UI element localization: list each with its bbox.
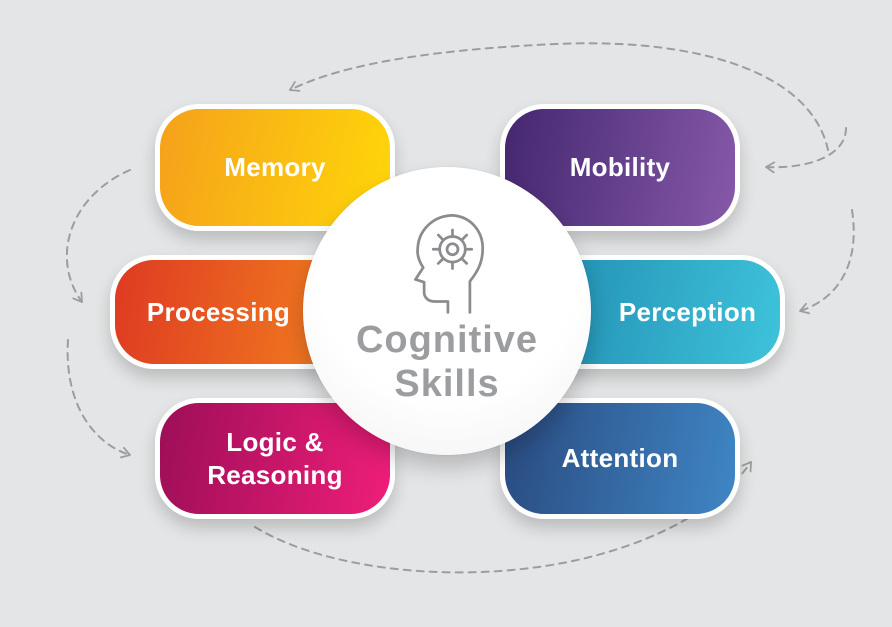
head-gear-icon [414,214,485,314]
card-processing-label: Processing [146,296,291,327]
circle-title: Cognitive Skills [355,319,539,405]
card-memory-label: Memory [224,152,326,183]
arc-bottom [254,461,752,574]
card-memory: Memory [155,104,395,231]
arc-left-upper [66,169,131,303]
arc-right-into-mobility [765,127,847,174]
arc-left-lower [66,339,131,459]
card-logic-reasoning-label: Logic & Reasoning [207,427,343,490]
center-circle: Cognitive Skills [303,167,591,455]
card-perception-label: Perception [618,296,757,327]
card-logic-reasoning: Logic & Reasoning [155,398,395,519]
card-attention-label: Attention [561,443,679,474]
arc-top [289,42,829,151]
card-mobility-label: Mobility [569,152,671,183]
arc-right-into-perception [799,209,855,315]
